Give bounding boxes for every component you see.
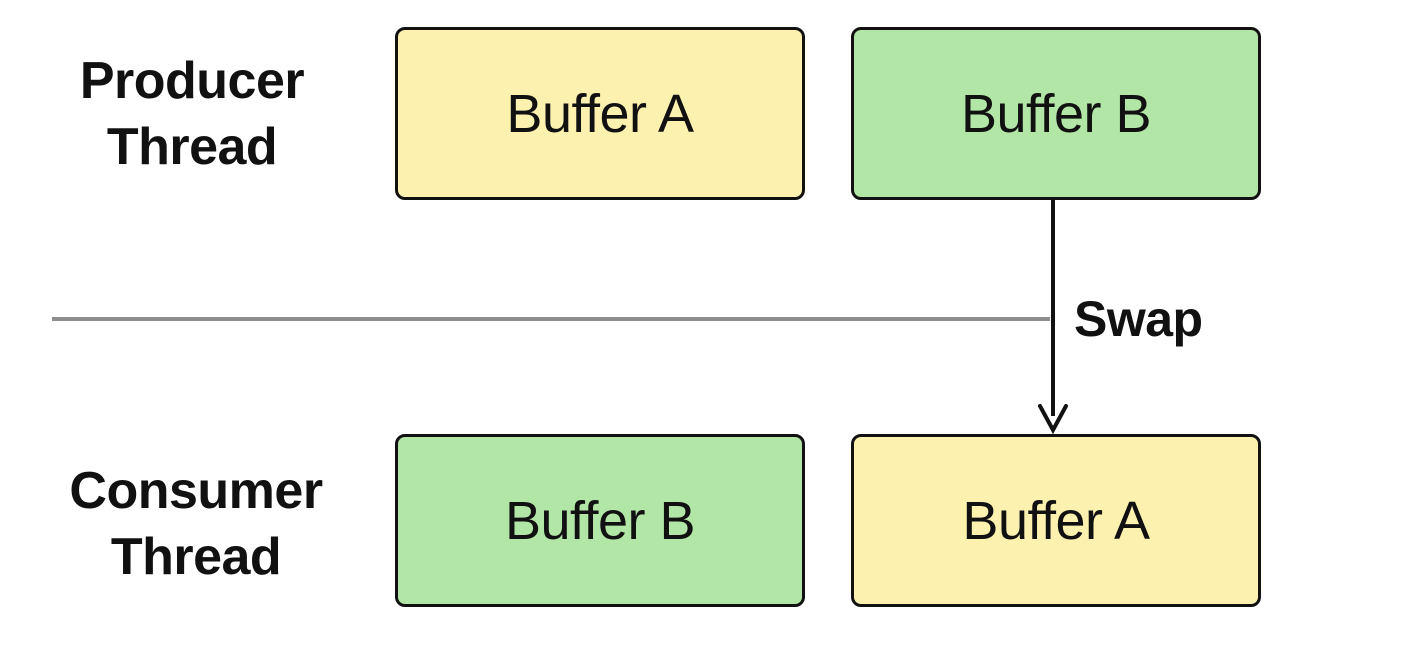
swap-arrow-icon — [1038, 198, 1068, 435]
consumer-thread-label: Consumer Thread — [46, 458, 346, 590]
consumer-buffer-a-box: Buffer A — [851, 434, 1261, 607]
producer-thread-label: Producer Thread — [42, 48, 342, 180]
swap-label: Swap — [1074, 291, 1203, 347]
consumer-buffer-b-box: Buffer B — [395, 434, 805, 607]
producer-buffer-a-box: Buffer A — [395, 27, 805, 200]
consumer-label-line1: Consumer — [69, 462, 323, 520]
producer-buffer-b-box: Buffer B — [851, 27, 1261, 200]
producer-label-line2: Thread — [106, 118, 278, 176]
producer-label-line1: Producer — [79, 52, 305, 110]
consumer-label-line2: Thread — [110, 528, 282, 586]
thread-divider-line — [52, 317, 1050, 321]
